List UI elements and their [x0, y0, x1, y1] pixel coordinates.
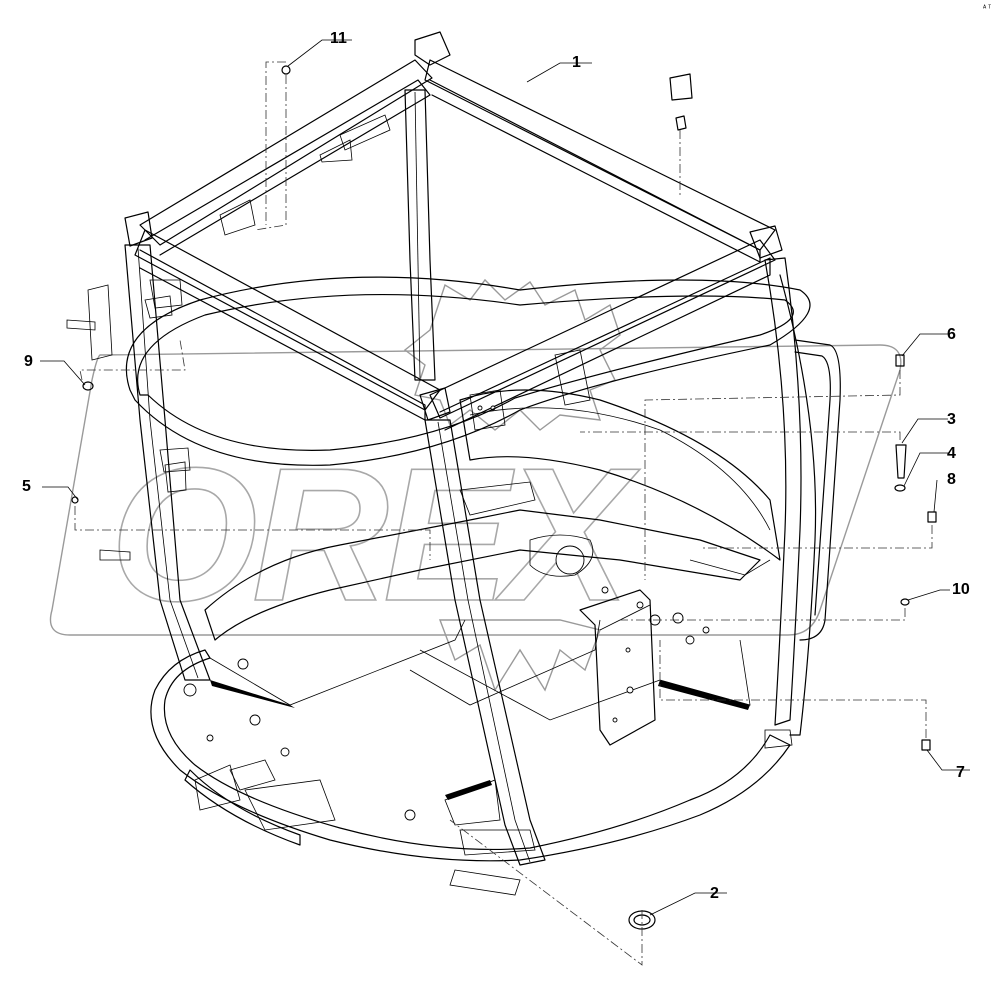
floor-hole — [555, 545, 585, 575]
pillar-back — [404, 89, 436, 381]
callout-9: 9 — [24, 353, 33, 370]
callout-4: 4 — [947, 445, 956, 462]
floor-hole — [206, 734, 214, 742]
console-bracket-plate — [579, 589, 656, 746]
cab-roof-frame — [124, 31, 783, 431]
screw-8-icon — [927, 511, 937, 523]
callout-10: 10 — [952, 581, 970, 598]
floor-cutout-mark — [658, 680, 750, 710]
callout-8: 8 — [947, 471, 956, 488]
callout-1: 1 — [572, 54, 581, 71]
nut-11-icon — [281, 65, 291, 75]
pillar-right — [764, 257, 802, 726]
callout-leaders — [40, 39, 970, 916]
floor-cutout-mark — [445, 780, 492, 800]
nut-9-icon — [82, 381, 94, 391]
callout-2: 2 — [710, 885, 719, 902]
panel-hole — [685, 635, 695, 645]
watermark-gear-lower-icon — [438, 619, 601, 692]
panel-hole — [672, 612, 684, 624]
panel-hole — [636, 601, 644, 609]
floor-hole — [237, 658, 249, 670]
callout-3: 3 — [947, 411, 956, 428]
bracket-hole — [612, 717, 618, 723]
watermark-frame — [49, 344, 902, 636]
bracket-hole — [626, 686, 634, 694]
nut-5-icon — [71, 496, 79, 504]
floor-hole — [249, 714, 261, 726]
pillar-front — [424, 419, 546, 866]
screw-6-icon — [895, 354, 905, 367]
watermark-logo: OREX — [49, 278, 902, 692]
bolt-3-icon — [895, 444, 907, 479]
floor-hole — [280, 747, 290, 757]
callout-5: 5 — [22, 478, 31, 495]
roof-corner-cap-left — [124, 211, 153, 247]
roof-corner-cap-right — [749, 225, 783, 259]
cab-pillars — [124, 89, 841, 866]
callouts: 1 2 3 4 5 6 7 8 9 10 11 — [22, 30, 970, 902]
floor-hole — [404, 809, 416, 821]
bracket-hole — [625, 647, 631, 653]
panel-hole — [601, 586, 609, 594]
roof-corner-cap-back — [414, 31, 451, 66]
nut-10-icon — [900, 598, 910, 606]
assembly-center-lines — [74, 61, 933, 966]
callout-7: 7 — [956, 764, 965, 781]
bracket-hole — [477, 405, 483, 411]
floor-cutout-mark — [210, 680, 295, 708]
floor-hole — [183, 683, 197, 697]
watermark-gear-icon — [403, 278, 621, 431]
corner-mark: ᴬ ᵀ — [982, 4, 991, 12]
clip-icon — [669, 73, 693, 101]
grab-handle — [794, 339, 841, 641]
screw-7-icon — [921, 739, 931, 751]
washer-4-icon — [894, 484, 906, 492]
roof-corner-cap-front — [419, 387, 451, 421]
callout-11: 11 — [330, 30, 347, 47]
clip-bolt-icon — [675, 115, 687, 131]
pillar-brackets — [66, 279, 793, 896]
panel-hole — [702, 626, 710, 634]
callout-6: 6 — [947, 326, 956, 343]
